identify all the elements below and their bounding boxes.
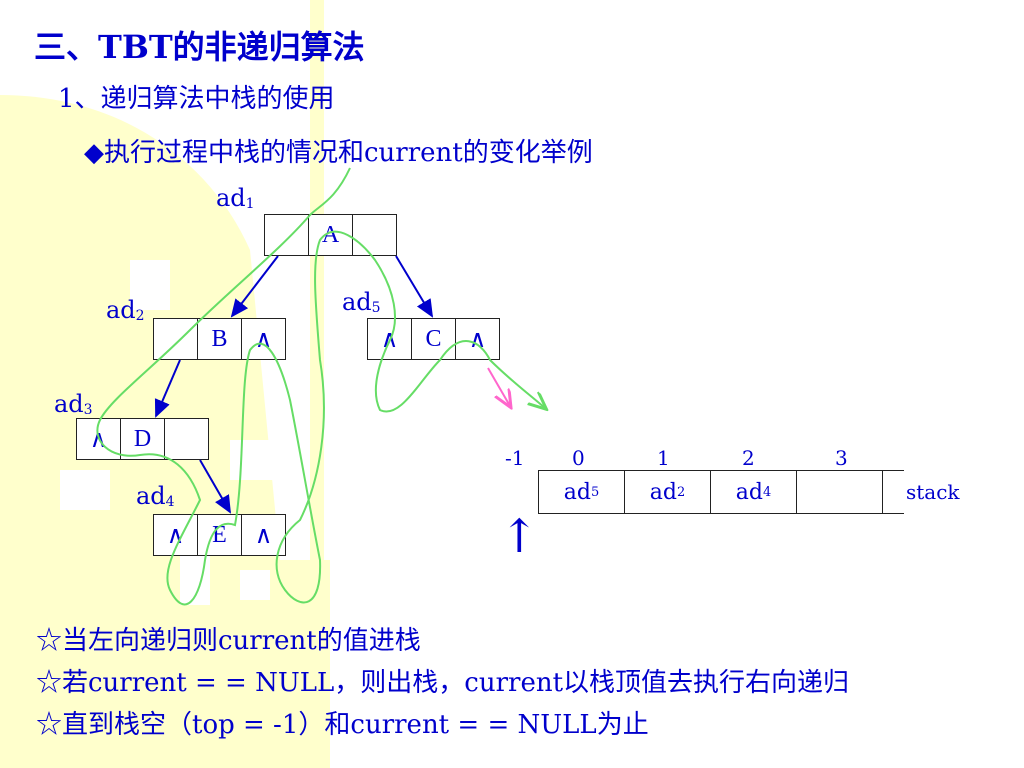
node-a-value: A (309, 215, 353, 255)
node-b-right: ∧ (254, 325, 273, 353)
node-c-left: ∧ (368, 319, 412, 359)
node-d-right (165, 419, 208, 459)
address-label-ad4: ad4 (136, 482, 175, 510)
node-a-right (353, 215, 396, 255)
tree-node-d: ∧ D (76, 418, 209, 460)
node-d-left: ∧ (77, 419, 121, 459)
tree-node-a: A (264, 214, 397, 256)
node-b-value: B (198, 319, 242, 359)
address-label-ad3: ad3 (54, 390, 93, 418)
tree-node-e: ∧ E ∧ (153, 514, 286, 556)
stack-label: stack (906, 480, 960, 504)
node-b-left (154, 319, 198, 359)
node-e-left: ∧ (154, 515, 198, 555)
node-e-value: E (198, 515, 242, 555)
stack-index: 2 (742, 446, 755, 470)
address-label-ad1: ad1 (216, 184, 255, 212)
node-a-left (265, 215, 309, 255)
note-line: ☆若current = = NULL，则出栈，current以栈顶值去执行右向递… (36, 668, 850, 698)
address-label-ad5: ad5 (342, 288, 381, 316)
stack-index: -1 (505, 446, 525, 470)
node-c-right: ∧ (468, 325, 487, 353)
section-subtitle: 1、递归算法中栈的使用 (58, 84, 335, 114)
top-pointer-arrow-icon: ↑ (500, 509, 539, 563)
stack-index: 3 (835, 446, 848, 470)
stack-cell (797, 471, 883, 513)
tree-node-b: B ∧ (153, 318, 286, 360)
node-d-value: D (121, 419, 165, 459)
node-c-value: C (412, 319, 456, 359)
note-line: ☆直到栈空（top = -1）和current = = NULL为止 (36, 710, 649, 740)
address-label-ad2: ad2 (106, 296, 145, 324)
tree-node-c: ∧ C ∧ (367, 318, 500, 360)
page-title: 三、TBT的非递归算法 (34, 28, 365, 66)
bullet-heading: ◆执行过程中栈的情况和current的变化举例 (84, 138, 593, 168)
stack-index: 0 (572, 446, 585, 470)
stack-index: 1 (657, 446, 670, 470)
note-line: ☆当左向递归则current的值进栈 (36, 626, 421, 656)
node-e-right: ∧ (254, 521, 273, 549)
